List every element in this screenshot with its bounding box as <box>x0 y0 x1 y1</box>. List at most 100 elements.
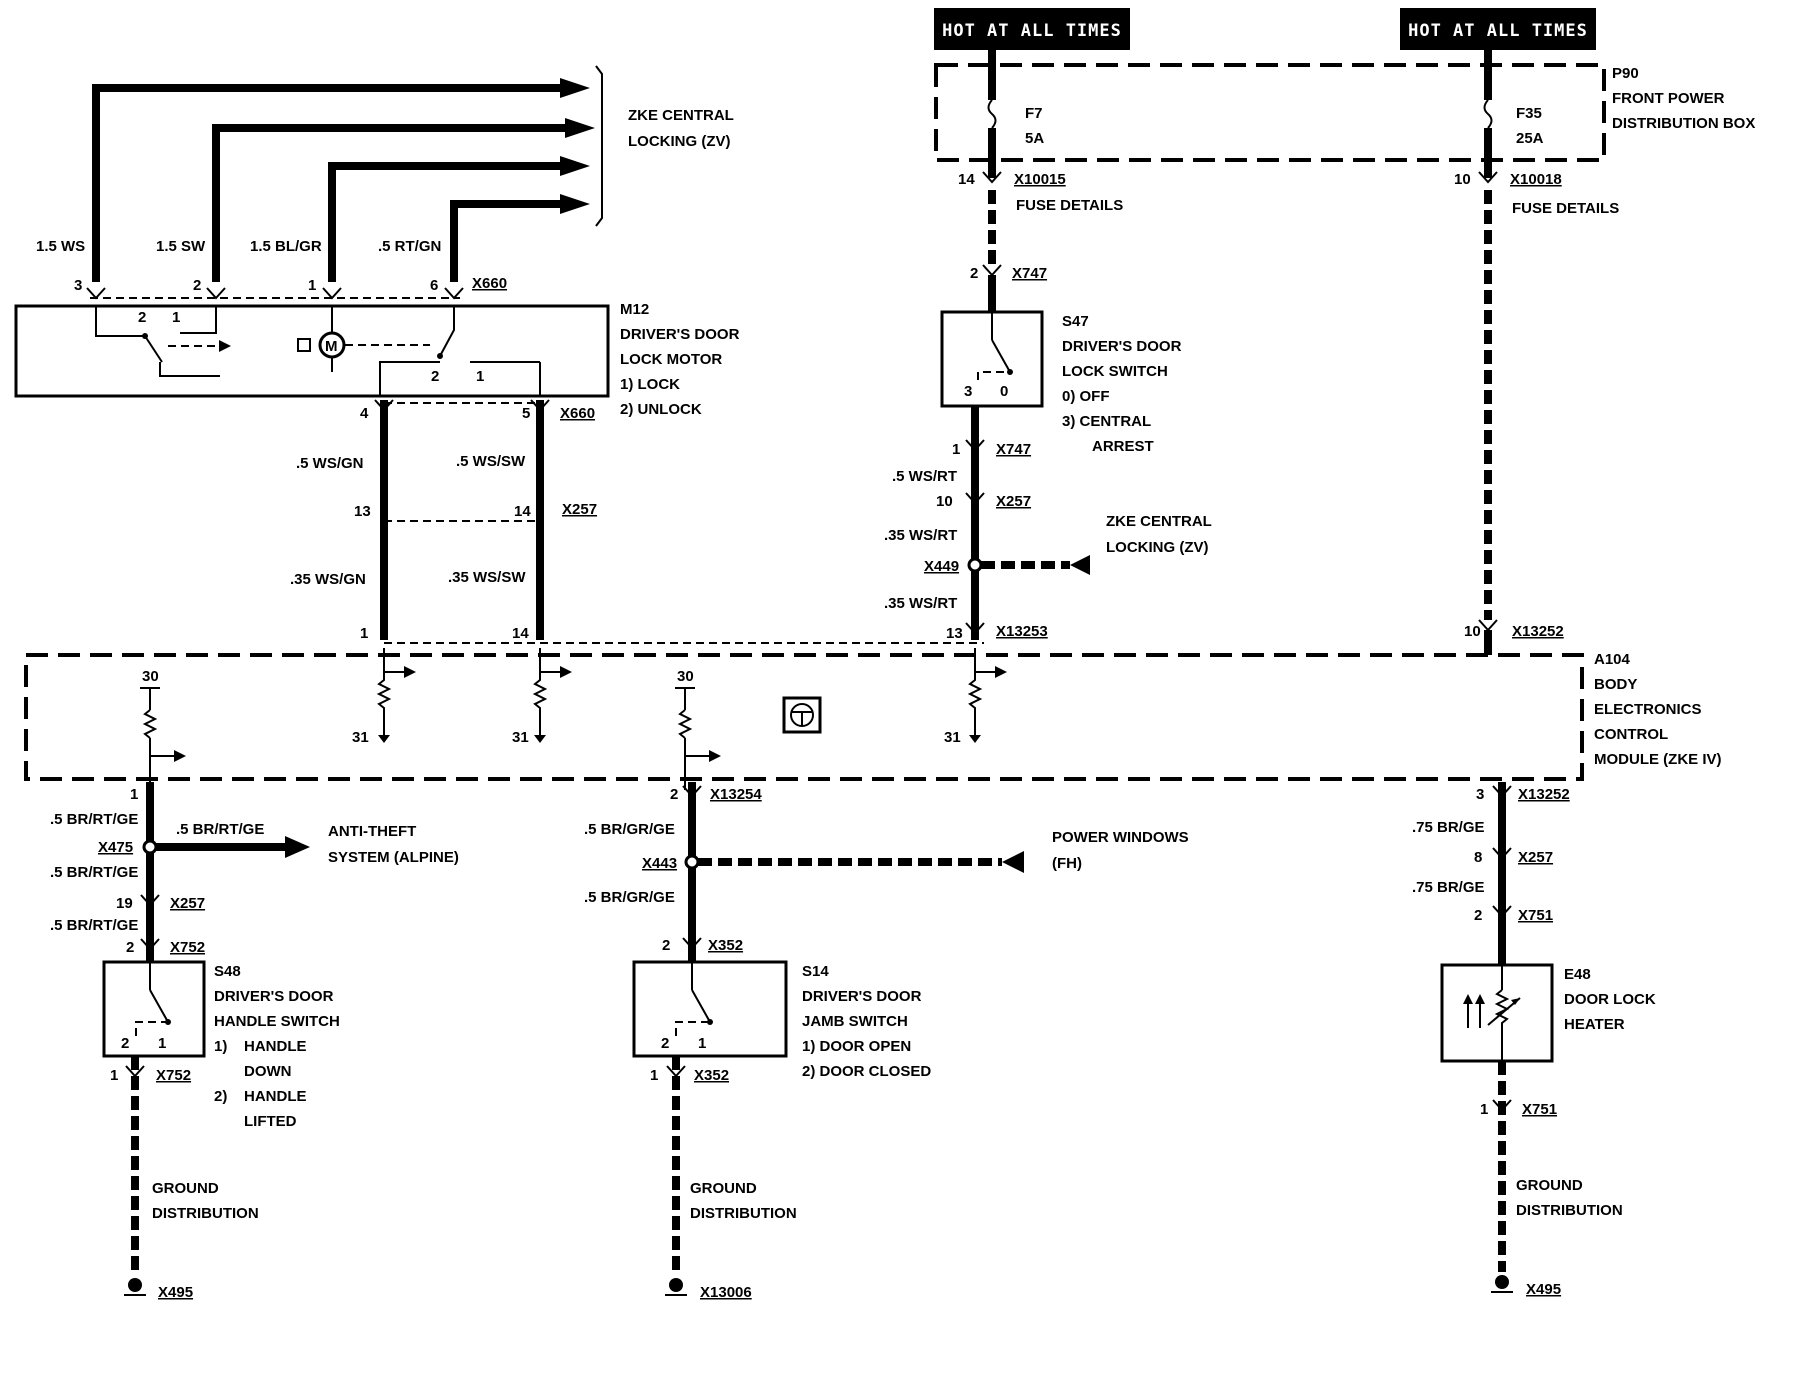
m12-box <box>14 304 610 398</box>
e48-box <box>1440 963 1554 1063</box>
s47-conn2: X257 <box>996 493 1031 510</box>
s14-opt2: 2) DOOR CLOSED <box>802 1063 931 1080</box>
s14-conn-bottom: X352 <box>694 1067 729 1084</box>
svg-text:3: 3 <box>964 383 972 400</box>
s48-box <box>102 960 206 1058</box>
e48-pin-bottom: 1 <box>1480 1101 1488 1118</box>
ground-1-line1: GROUND <box>152 1180 219 1197</box>
s47-w1: .5 WS/RT <box>892 468 957 485</box>
e48-chain-conn2: X257 <box>1518 849 1553 866</box>
s48-chain-conn3: X752 <box>170 939 205 956</box>
zke-mid-line1: ZKE CENTRAL <box>1106 513 1212 530</box>
harness-conn: X257 <box>562 501 597 518</box>
s14-name2: JAMB SWITCH <box>802 1013 908 1030</box>
fuse-f7-rating: 5A <box>1025 130 1044 147</box>
s48-chain-pin2: 19 <box>116 895 133 912</box>
m12-wire-4: .5 RT/GN <box>378 238 441 255</box>
harness-pin-b: 14 <box>514 503 531 520</box>
harness-pin-d: 14 <box>512 625 529 642</box>
p90-id: P90 <box>1612 65 1639 82</box>
zke-mid-line2: LOCKING (ZV) <box>1106 539 1209 556</box>
e48-internal <box>1463 965 1521 1061</box>
e48-chain-pin2: 8 <box>1474 849 1482 866</box>
s48-id: S48 <box>214 963 241 980</box>
m12-pin-4: 4 <box>360 405 369 422</box>
s14-chain-conn1: X13254 <box>710 786 762 803</box>
s48-chain-pin3: 2 <box>126 939 134 956</box>
s48-conn-bottom: X752 <box>156 1067 191 1084</box>
e48-conn-bottom: X751 <box>1522 1101 1557 1118</box>
antitheft-line1: ANTI-THEFT <box>328 823 416 840</box>
module-icon <box>782 696 822 734</box>
s14-name1: DRIVER'S DOOR <box>802 988 922 1005</box>
s47-conn3: X449 <box>924 558 959 575</box>
fuse-f35-conn: X10018 <box>1510 171 1562 188</box>
harness-pin-a: 13 <box>354 503 371 520</box>
m12-opt1: 1) LOCK <box>620 376 680 393</box>
harness-pin-c: 1 <box>360 625 368 642</box>
a104-name1: BODY <box>1594 676 1637 693</box>
s48-name1: DRIVER'S DOOR <box>214 988 334 1005</box>
a104-pin30a: 30 <box>142 668 159 685</box>
s14-id: S14 <box>802 963 829 980</box>
ground-3-line2: DISTRIBUTION <box>1516 1202 1623 1219</box>
m12-pin-5: 5 <box>522 405 530 422</box>
svg-text:2: 2 <box>121 1035 129 1052</box>
zke-mid-arrow <box>1070 555 1090 575</box>
a104-id: A104 <box>1594 651 1631 668</box>
svg-text:1: 1 <box>158 1035 166 1052</box>
s48-opt1a: HANDLE <box>244 1038 307 1055</box>
svg-text:0: 0 <box>1000 383 1008 400</box>
power-windows-line2: (FH) <box>1052 855 1082 872</box>
zke-top-wires <box>92 65 603 282</box>
m12-conn-top: X660 <box>472 275 507 292</box>
s47-w2: .35 WS/RT <box>884 527 957 544</box>
svg-text:1: 1 <box>698 1035 706 1052</box>
a104-pin31b: 31 <box>512 729 529 746</box>
m12-name2: LOCK MOTOR <box>620 351 722 368</box>
p90-name2: DISTRIBUTION BOX <box>1612 115 1755 132</box>
a104-pin31a: 31 <box>352 729 369 746</box>
a104-box <box>24 653 1584 781</box>
heat-arrows-icon <box>1463 994 1485 1004</box>
e48-chain-conn1: X13252 <box>1518 786 1570 803</box>
e48-chain-conn3: X751 <box>1518 907 1553 924</box>
s48-opt2a: HANDLE <box>244 1088 307 1105</box>
m12-name1: DRIVER'S DOOR <box>620 326 740 343</box>
ground-2-icon <box>665 1278 687 1296</box>
s47-conn-top: X747 <box>1012 265 1047 282</box>
svg-text:M: M <box>325 338 338 355</box>
m12-internal: 2 1 M 2 1 <box>95 306 541 396</box>
svg-text:1: 1 <box>172 309 180 326</box>
right-feed-pin: 10 <box>1464 623 1481 640</box>
ground-3-conn: X495 <box>1526 1281 1561 1298</box>
s48-chain-w3: .5 BR/RT/GE <box>50 917 138 934</box>
s47-conn-bottom: X747 <box>996 441 1031 458</box>
e48-chain-w2: .75 BR/GE <box>1412 879 1485 896</box>
a104-pin30b: 30 <box>677 668 694 685</box>
s47-name2: LOCK SWITCH <box>1062 363 1168 380</box>
s47-pin-bottom: 1 <box>952 441 960 458</box>
m12-pin-1: 1 <box>308 277 316 294</box>
s14-pin-bottom: 1 <box>650 1067 658 1084</box>
s47-id: S47 <box>1062 313 1089 330</box>
fuse-f35-id: F35 <box>1516 105 1542 122</box>
ground-1-icon <box>124 1278 146 1296</box>
s14-opt1: 1) DOOR OPEN <box>802 1038 911 1055</box>
s48-opt1: 1) <box>214 1038 227 1055</box>
m12-id: M12 <box>620 301 649 318</box>
ground-3-icon <box>1491 1275 1513 1293</box>
fuse-f7-note: FUSE DETAILS <box>1016 197 1123 214</box>
fuse-f35-symbol <box>1483 99 1493 129</box>
power-windows-arrow <box>1002 851 1024 873</box>
svg-text:1: 1 <box>476 368 484 385</box>
m12-wire-3: 1.5 BL/GR <box>250 238 322 255</box>
s47-opt3: ARREST <box>1092 438 1154 455</box>
harness-w2: .5 WS/SW <box>456 453 526 470</box>
hot-at-all-times-left: HOT AT ALL TIMES <box>934 8 1130 50</box>
zke-top-line2: LOCKING (ZV) <box>628 133 731 150</box>
e48-chain-pin1: 3 <box>1476 786 1484 803</box>
s48-opt1b: DOWN <box>244 1063 292 1080</box>
a104-name2: ELECTRONICS <box>1594 701 1702 718</box>
svg-text:2: 2 <box>138 309 146 326</box>
